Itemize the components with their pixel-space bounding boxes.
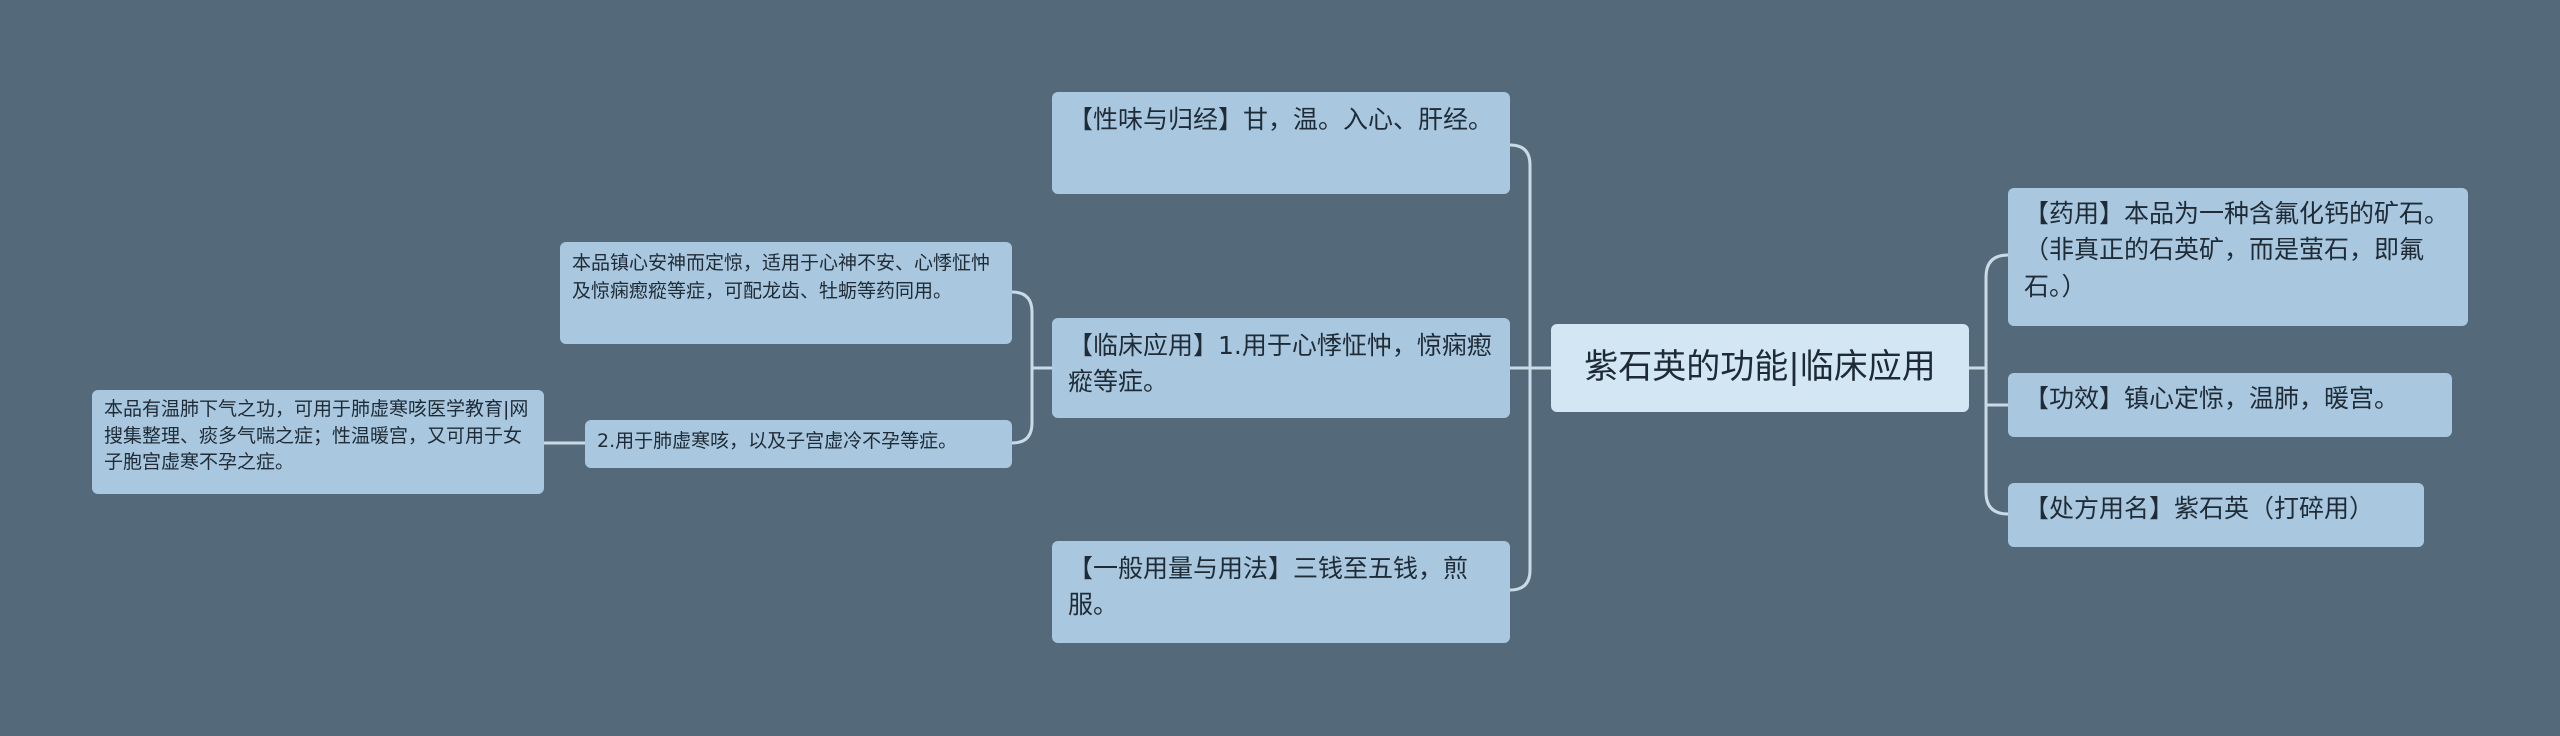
node-nature-meridian[interactable]: 【性味与归经】甘，温。入心、肝经。 <box>1052 92 1510 194</box>
clinical-note-text: 本品镇心安神而定惊，适用于心神不安、心悸怔忡及惊痫瘛瘲等症，可配龙齿、牡蛎等药同… <box>572 252 991 302</box>
node-effect[interactable]: 【功效】镇心定惊，温肺，暖宫。 <box>2008 373 2452 437</box>
root-topic[interactable]: 紫石英的功能|临床应用 <box>1551 324 1969 412</box>
effect-text: 【功效】镇心定惊，温肺，暖宫。 <box>2024 384 2400 413</box>
node-clinical-note-1[interactable]: 本品镇心安神而定惊，适用于心神不安、心悸怔忡及惊痫瘛瘲等症，可配龙齿、牡蛎等药同… <box>560 242 1012 344</box>
nature-text: 【性味与归经】甘，温。入心、肝经。 <box>1068 105 1494 134</box>
node-dosage-usage[interactable]: 【一般用量与用法】三钱至五钱，煎服。 <box>1052 541 1510 643</box>
node-medicinal[interactable]: 【药用】本品为一种含氟化钙的矿石。（非真正的石英矿，而是萤石，即氟石。） <box>2008 188 2468 326</box>
connector-right-trunk <box>1984 253 2009 516</box>
dosage-text: 【一般用量与用法】三钱至五钱，煎服。 <box>1068 554 1469 620</box>
clinical-2-text: 2.用于肺虚寒咳，以及子宫虚冷不孕等症。 <box>597 430 958 452</box>
root-title: 紫石英的功能|临床应用 <box>1584 347 1936 388</box>
clinical-text: 【临床应用】1.用于心悸怔忡，惊痫瘛瘲等症。 <box>1068 331 1492 397</box>
node-clinical-note-2[interactable]: 本品有温肺下气之功，可用于肺虚寒咳医学教育|网搜集整理、痰多气喘之症；性温暖宫，… <box>92 390 544 494</box>
node-clinical-item-2[interactable]: 2.用于肺虚寒咳，以及子宫虚冷不孕等症。 <box>585 420 1012 468</box>
connector-sub-trunk <box>1011 290 1034 445</box>
medicinal-text: 【药用】本品为一种含氟化钙的矿石。（非真正的石英矿，而是萤石，即氟石。） <box>2024 199 2450 301</box>
clinical-2-note-text: 本品有温肺下气之功，可用于肺虚寒咳医学教育|网搜集整理、痰多气喘之症；性温暖宫，… <box>104 398 529 474</box>
prescription-text: 【处方用名】紫石英（打碎用） <box>2024 494 2375 523</box>
node-clinical-application[interactable]: 【临床应用】1.用于心悸怔忡，惊痫瘛瘲等症。 <box>1052 318 1510 418</box>
node-prescription-name[interactable]: 【处方用名】紫石英（打碎用） <box>2008 483 2424 547</box>
